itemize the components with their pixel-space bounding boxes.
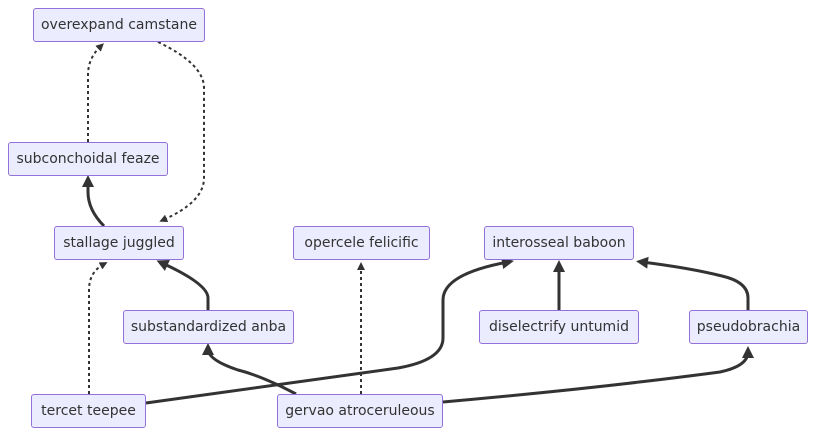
- node-label: tercet teepee: [41, 403, 136, 419]
- node-label: overexpand camstane: [40, 17, 197, 33]
- edge-substandardized-to-stallage: [156, 260, 210, 310]
- node-stallage-juggled[interactable]: stallage juggled: [54, 226, 184, 260]
- node-label: interosseal baboon: [492, 235, 626, 251]
- node-label: pseudobrachia: [696, 319, 801, 335]
- edge-tercet-to-interosseal: [145, 257, 514, 405]
- edge-gervao-to-substandardized: [202, 343, 297, 396]
- node-subconchoidal-feaze[interactable]: subconchoidal feaze: [8, 142, 168, 176]
- edge-subconchoidal-to-overexpand: [87, 43, 104, 142]
- node-gervao-atroceruleous[interactable]: gervao atroceruleous: [277, 394, 443, 428]
- node-label: opercele felicific: [304, 235, 419, 251]
- edge-gervao-to-pseudobrachia: [442, 346, 754, 404]
- node-label: subconchoidal feaze: [16, 151, 160, 167]
- node-opercele-felicific[interactable]: opercele felicific: [293, 226, 430, 260]
- edge-overexpand-to-stallage: [157, 41, 205, 223]
- node-label: substandardized anba: [130, 319, 287, 335]
- node-interosseal-baboon[interactable]: interosseal baboon: [484, 226, 634, 260]
- node-label: diselectrify untumid: [489, 319, 629, 335]
- edge-pseudobrachia-to-interosseal: [636, 256, 750, 310]
- edge-stallage-to-subconchoidal: [82, 175, 106, 228]
- node-label: stallage juggled: [63, 235, 175, 251]
- edge-tercet-to-stallage: [88, 262, 108, 394]
- node-substandardized-anba[interactable]: substandardized anba: [123, 310, 294, 344]
- node-overexpand-camstane[interactable]: overexpand camstane: [33, 8, 205, 42]
- node-pseudobrachia[interactable]: pseudobrachia: [689, 310, 808, 344]
- node-diselectrify-untumid[interactable]: diselectrify untumid: [479, 310, 639, 344]
- node-label: gervao atroceruleous: [285, 403, 435, 419]
- node-tercet-teepee[interactable]: tercet teepee: [31, 394, 146, 428]
